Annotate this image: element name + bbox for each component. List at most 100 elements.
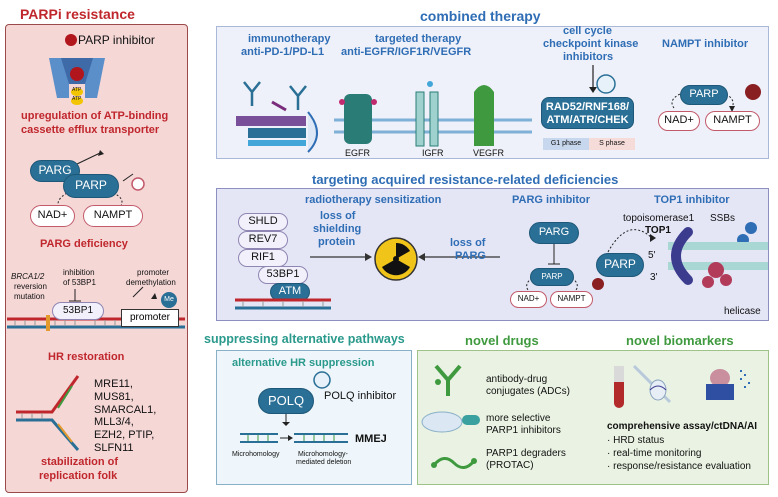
cc-line-1: cell cycle bbox=[563, 25, 612, 37]
parp-inhibitor-label: PARP inhibitor bbox=[78, 33, 155, 47]
parg-pill: PARG bbox=[30, 160, 80, 182]
nampt-dot bbox=[131, 177, 145, 191]
polq-pill: POLQ bbox=[258, 388, 314, 414]
micro-deletion-line-2: mediated deletion bbox=[296, 459, 352, 466]
folk-gene: SLFN11 bbox=[94, 441, 134, 454]
efflux-transporter-graphic bbox=[49, 34, 105, 105]
acq-53bp1-pill: 53BP1 bbox=[258, 266, 308, 284]
rev7-pill: REV7 bbox=[238, 231, 288, 249]
acquired-title: targeting acquired resistance-related de… bbox=[312, 172, 619, 187]
folk-gene: MLL3/4, bbox=[94, 416, 134, 429]
alt-pathways-title: suppressing alternative pathways bbox=[204, 332, 405, 346]
degrader-line-1: PARP1 degraders bbox=[486, 448, 566, 459]
parpi-resistance-panel bbox=[5, 24, 188, 493]
egfr-label: EGFR bbox=[345, 148, 371, 158]
s-phase-bar: S phase bbox=[589, 138, 635, 150]
loss-parg-line-2: PARG bbox=[455, 250, 486, 262]
rad-line-1: RAD52/RNF168/ bbox=[545, 101, 630, 113]
parg-inhibition-graphic bbox=[526, 244, 604, 291]
biomarker-bullet: · response/resistance evaluation bbox=[607, 461, 751, 472]
adc-line-2: conjugates (ADCs) bbox=[486, 386, 570, 397]
methyl-me-badge: Me bbox=[161, 292, 177, 308]
selective-parp1-icon bbox=[421, 411, 480, 433]
targeted-therapy-graphic bbox=[334, 81, 532, 147]
adc-icon bbox=[434, 364, 462, 396]
selective-line-2: PARP1 inhibitors bbox=[486, 425, 561, 436]
folk-gene: MRE11, bbox=[94, 378, 133, 390]
nad-pill: NAD+ bbox=[30, 205, 75, 227]
promoter-demethylation-line-2: demethylation bbox=[126, 278, 176, 287]
efflux-line-1: upregulation of ATP-binding bbox=[21, 110, 169, 122]
alt-pathways-panel bbox=[216, 350, 412, 485]
alt-subtitle: alternative HR suppression bbox=[232, 357, 375, 369]
loss-shield-line-3: protein bbox=[318, 236, 356, 248]
promoter-demethylation-line-1: promoter bbox=[137, 268, 170, 277]
acq-parg-pill: PARG bbox=[529, 222, 579, 244]
acq-nad-pill: NAD+ bbox=[510, 291, 547, 308]
parg-deficiency-label: PARG deficiency bbox=[40, 238, 128, 250]
immuno-line-1: immunotherapy bbox=[248, 33, 331, 45]
loss-parg-line-1: loss of bbox=[450, 237, 486, 249]
loss-shield-line-1: loss of bbox=[320, 210, 356, 222]
parp-inhibitor-icon bbox=[65, 34, 77, 46]
targeted-line-2: anti-EGFR/IGF1R/VEGFR bbox=[341, 46, 472, 58]
combined-therapy-title: combined therapy bbox=[420, 8, 541, 24]
me-label: Me bbox=[164, 296, 174, 303]
promoter-box: promoter bbox=[121, 309, 179, 327]
nampt-nampt-pill: NAMPT bbox=[705, 111, 760, 131]
five-prime-label: 5' bbox=[648, 250, 656, 261]
protac-icon bbox=[431, 457, 477, 469]
radio-sensitization-title: radiotherapy sensitization bbox=[305, 194, 442, 206]
microhomology-label: Microhomology bbox=[232, 451, 280, 458]
replication-fork-graphic bbox=[16, 375, 80, 451]
cc-arrow bbox=[589, 65, 616, 94]
atp-label-1: ATP bbox=[72, 87, 82, 93]
polq-inhibitor-label: POLQ inhibitor bbox=[324, 390, 397, 402]
radiation-arrows bbox=[310, 253, 500, 261]
three-prime-label: 3' bbox=[650, 272, 658, 283]
folk-gene: EZH2, PTIP, bbox=[94, 429, 155, 442]
immunotherapy-graphic bbox=[236, 81, 318, 153]
topo-line-1: topoisomerase1 bbox=[623, 213, 695, 224]
biomarker-bullet: · HRD status bbox=[607, 435, 665, 446]
53bp1-pill: 53BP1 bbox=[52, 302, 104, 320]
atm-pill: ATM bbox=[270, 283, 310, 301]
novel-drugs-title: novel drugs bbox=[465, 333, 539, 348]
radiation-icon bbox=[374, 237, 418, 281]
checkpoint-kinase-pill: RAD52/RNF168/ ATM/ATR/CHEK bbox=[541, 97, 634, 129]
micro-deletion-line-1: Microhomology- bbox=[298, 451, 348, 458]
inhibition-53bp1-line-2: of 53BP1 bbox=[63, 278, 96, 287]
igfr-label: IGFR bbox=[422, 148, 444, 158]
folk-label-1: stabilization of bbox=[41, 456, 118, 468]
brca-line-3: mutation bbox=[14, 292, 45, 301]
vegfr-label: VEGFR bbox=[473, 148, 505, 158]
topo-line-2: TOP1 bbox=[645, 225, 671, 236]
polq-graphic bbox=[282, 371, 331, 426]
nampt-parp-pill: PARP bbox=[680, 85, 728, 105]
adc-line-1: antibody-drug bbox=[486, 374, 548, 385]
targeted-line-1: targeted therapy bbox=[375, 33, 462, 45]
ssbs-label: SSBs bbox=[710, 213, 736, 224]
folk-label-2: replication folk bbox=[39, 470, 118, 482]
brca-line-2: reversion bbox=[14, 282, 47, 291]
acquired-dna-graphic bbox=[235, 298, 331, 310]
selective-line-1: more selective bbox=[486, 413, 551, 424]
mmej-graphic bbox=[240, 433, 348, 443]
brca-line-1: BRCA1/2 bbox=[11, 272, 45, 281]
loss-shield-line-2: shielding bbox=[313, 223, 362, 235]
atp-label-2: ATP bbox=[72, 96, 82, 102]
rad-line-2: ATM/ATR/CHEK bbox=[546, 114, 629, 126]
g1-phase-bar: G1 phase bbox=[543, 138, 589, 150]
parg-inhibitor-title: PARG inhibitor bbox=[512, 194, 591, 206]
cc-line-2: checkpoint kinase bbox=[543, 38, 639, 50]
inhibition-53bp1-line-1: inhibition bbox=[63, 268, 95, 277]
hr-restoration-label: HR restoration bbox=[48, 351, 125, 363]
efflux-line-2: cassette efflux transporter bbox=[21, 124, 160, 136]
assay-title: comprehensive assay/ctDNA/AI bbox=[607, 421, 758, 432]
nampt-pill: NAMPT bbox=[83, 205, 143, 227]
top1-parp-pill: PARP bbox=[596, 253, 644, 277]
top1-graphic bbox=[607, 222, 768, 288]
folk-gene: MUS81, bbox=[94, 390, 134, 403]
cc-line-3: inhibitors bbox=[563, 51, 614, 63]
